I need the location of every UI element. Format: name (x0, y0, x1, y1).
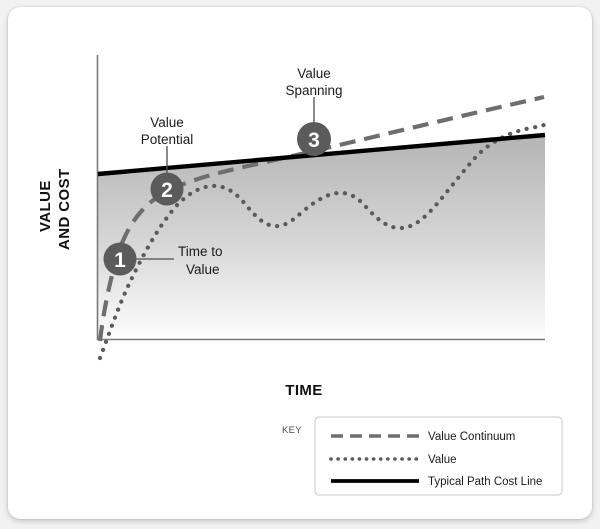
callout-3-marker[interactable] (297, 122, 331, 156)
plot-area (98, 135, 545, 339)
y-axis-title-line1: VALUE (37, 180, 54, 232)
callout-2-number: 2 (161, 179, 173, 202)
callout-3-number: 3 (308, 129, 320, 152)
legend-entry-value-continuum[interactable]: Value Continuum (331, 431, 515, 443)
callout-2[interactable]: 2 Value Potential (141, 115, 194, 206)
callout-3[interactable]: 3 Value Spanning (285, 66, 343, 156)
callout-2-marker[interactable] (150, 172, 184, 206)
figure-card: VALUE AND COST TIME 1 Time to Value (8, 7, 592, 519)
callout-1-number: 1 (114, 249, 126, 272)
y-axis-title-line2: AND COST (56, 168, 73, 250)
callout-1-label-line2: Value (186, 262, 220, 277)
series-typical-path-cost-line (97, 132, 546, 177)
legend-label-typical-path-cost-line: Typical Path Cost Line (428, 476, 542, 488)
y-axis-title: VALUE AND COST (37, 168, 73, 250)
legend-label-value: Value (428, 454, 457, 466)
legend: KEY Value Continuum Value (282, 416, 563, 496)
axes-group (96, 55, 545, 341)
legend-label-value-continuum: Value Continuum (428, 431, 515, 443)
chart-svg: VALUE AND COST TIME 1 Time to Value (37, 55, 563, 496)
callout-2-label-line1: Value (150, 115, 184, 130)
legend-entry-value[interactable]: Value (329, 454, 457, 466)
chart-figure: VALUE AND COST TIME 1 Time to Value (8, 7, 592, 519)
legend-entry-typical-path-cost-line[interactable]: Typical Path Cost Line (331, 476, 542, 488)
cost-area-fill (98, 135, 545, 339)
callout-3-label-line1: Value (297, 66, 331, 81)
legend-key-label: KEY (282, 425, 302, 436)
callout-2-label-line2: Potential (141, 132, 194, 147)
callout-1-label-line1: Time to (178, 244, 223, 259)
callout-3-label-line2: Spanning (285, 83, 342, 98)
x-axis-title: TIME (285, 382, 322, 399)
callout-1-marker[interactable] (103, 242, 137, 276)
series-value-continuum (97, 94, 545, 342)
callout-1[interactable]: 1 Time to Value (103, 242, 223, 278)
